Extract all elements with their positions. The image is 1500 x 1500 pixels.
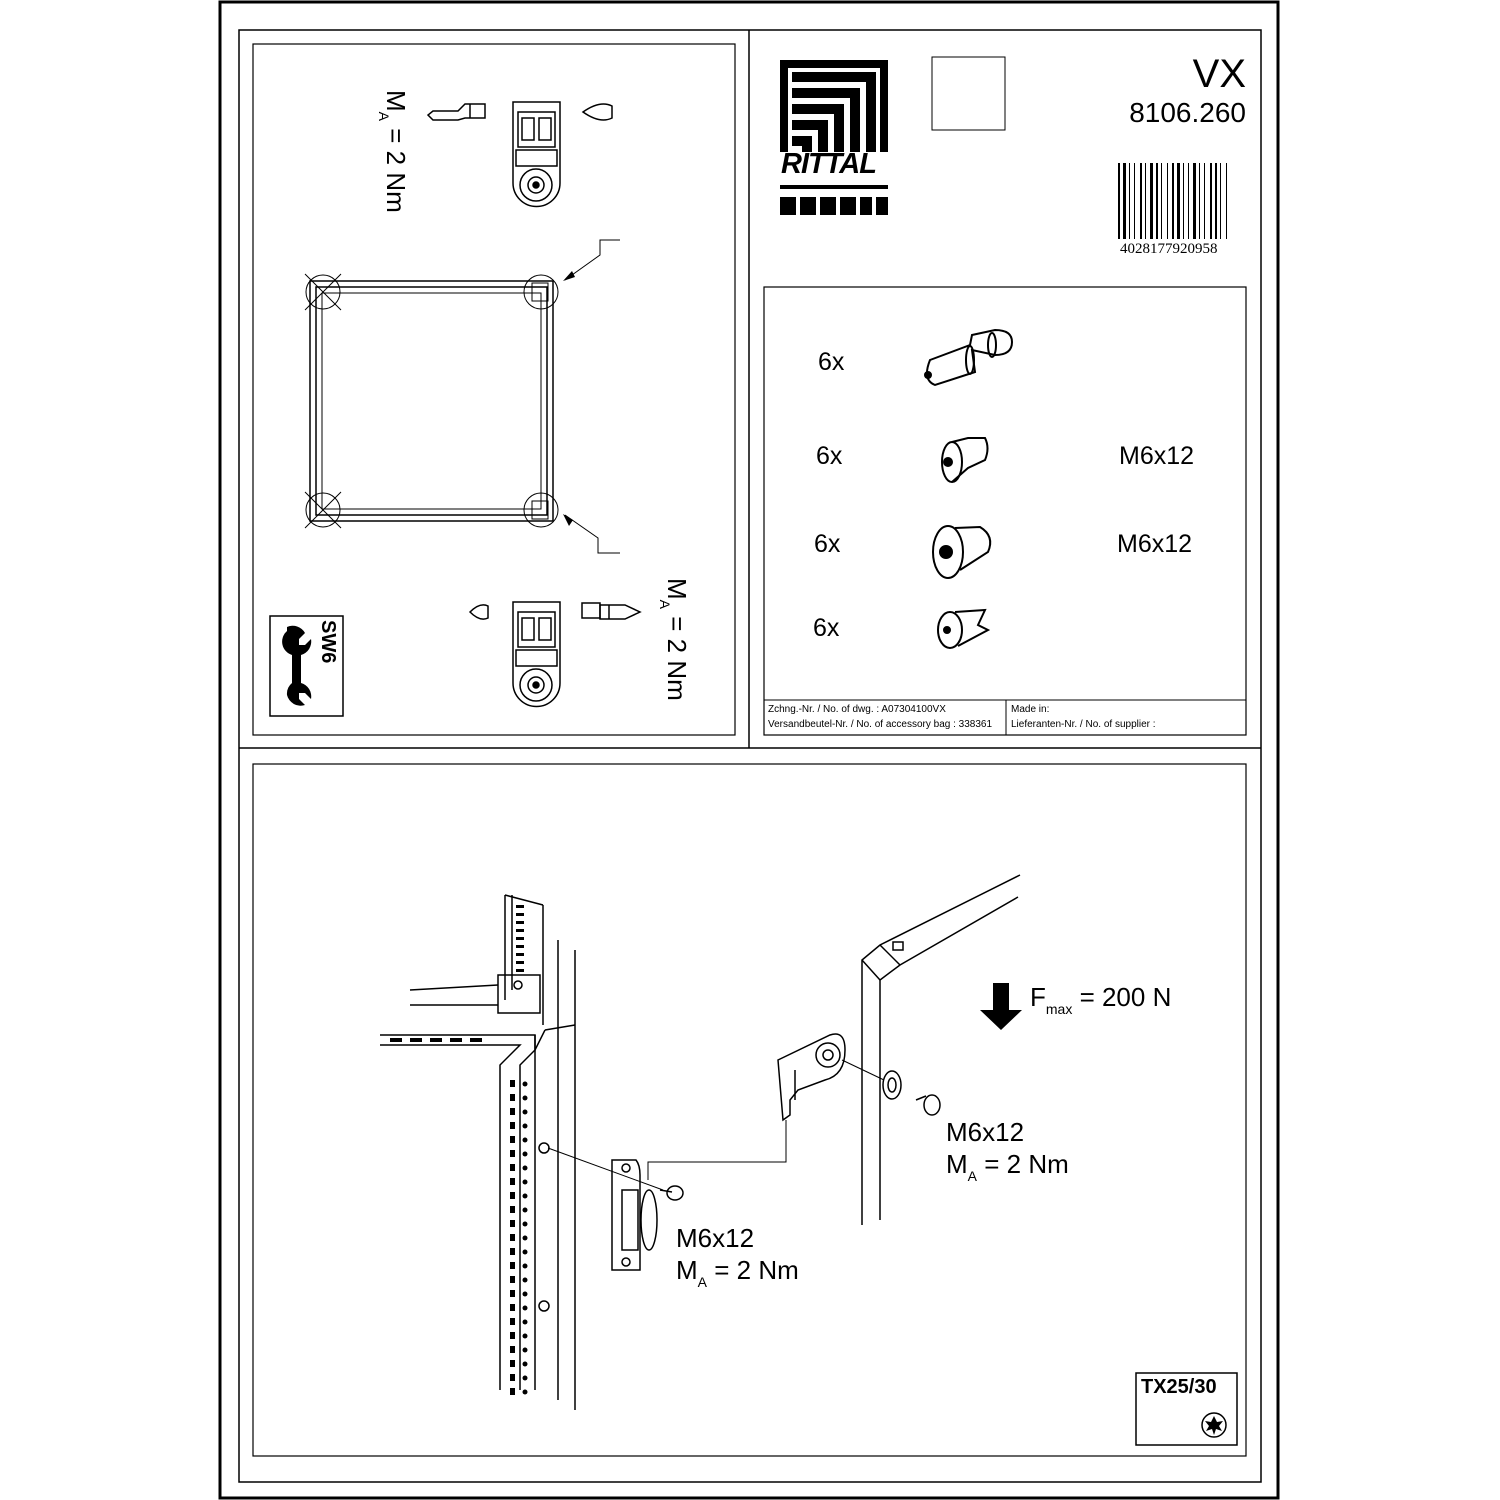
parts-panel xyxy=(763,286,1247,736)
force-arrow-icon xyxy=(980,983,1022,1030)
hinge-part-bottom xyxy=(468,601,642,708)
part-spec-countersunk: M6x12 xyxy=(1119,442,1195,470)
wrench-tool-box xyxy=(269,615,344,717)
torx-tool-box xyxy=(1135,1372,1238,1446)
torx-icon xyxy=(1201,1412,1227,1438)
hinge-part-top xyxy=(426,101,613,208)
torque-label-top: MA = 2 Nm xyxy=(376,90,411,213)
inner-frame xyxy=(238,29,1262,1483)
torx-size-label: TX25/30 xyxy=(1141,1376,1217,1398)
part-qty-clip: 6x xyxy=(813,614,840,642)
blank-box xyxy=(931,56,1006,131)
part-qty-pin: 6x xyxy=(818,348,845,376)
max-force-label: Fmax = 200 N xyxy=(1030,982,1172,1017)
outer-frame xyxy=(218,0,1280,1500)
article-number: 8106.260 xyxy=(1129,97,1246,128)
bottom-panel xyxy=(252,763,1247,1457)
door-screw-spec: M6x12 xyxy=(946,1117,1025,1147)
supplier-number: Lieferanten-Nr. / No. of supplier : xyxy=(1011,719,1156,730)
barcode xyxy=(1118,163,1227,239)
part-qty-panhead: 6x xyxy=(814,530,841,558)
rittal-logo xyxy=(780,60,888,215)
door-screw-torque: MA = 2 Nm xyxy=(946,1149,1069,1184)
wrench-size-label: SW6 xyxy=(317,620,339,664)
wrench-icon xyxy=(282,625,312,706)
frame-screw-torque: MA = 2 Nm xyxy=(676,1255,799,1290)
part-qty-countersunk: 6x xyxy=(816,442,843,470)
pan-head-screw-icon xyxy=(932,525,992,579)
brand-name: RITTAL xyxy=(781,148,877,180)
barcode-number: 4028177920958 xyxy=(1120,241,1218,257)
drawing-number: Zchng.-Nr. / No. of dwg. : A07304100VX xyxy=(768,704,946,715)
plastic-clip-icon xyxy=(937,608,991,649)
top-left-panel xyxy=(252,43,736,736)
accessory-bag-number: Versandbeutel-Nr. / No. of accessory bag… xyxy=(768,719,993,730)
countersunk-screw-icon xyxy=(941,437,989,483)
frame-slots xyxy=(390,905,528,1395)
series-name: VX xyxy=(1192,52,1246,96)
cabinet-frame-drawing xyxy=(380,874,1021,1410)
part-spec-panhead: M6x12 xyxy=(1117,530,1193,558)
frame-outline xyxy=(304,239,620,554)
hinge-pin-icon xyxy=(924,328,1014,387)
made-in: Made in: xyxy=(1011,704,1050,715)
frame-screw-spec: M6x12 xyxy=(676,1223,755,1253)
torque-label-bottom: MA = 2 Nm xyxy=(657,578,692,701)
